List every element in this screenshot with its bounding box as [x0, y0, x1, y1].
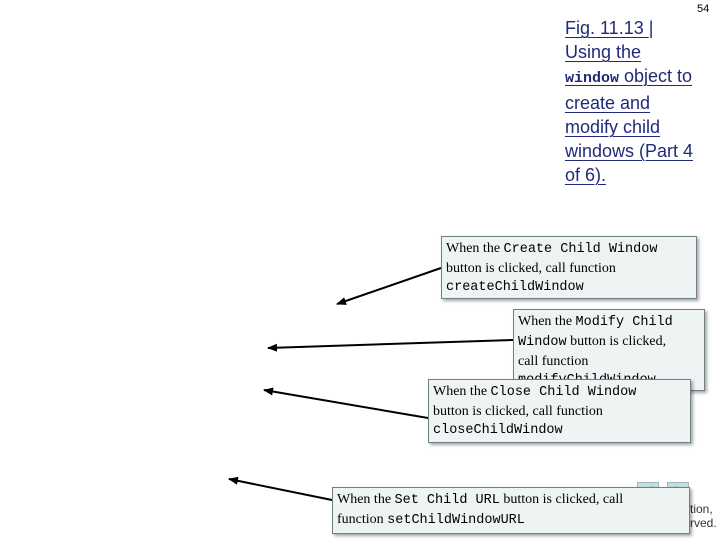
callout-text: button is clicked, call function [446, 261, 616, 276]
callout-code: Modify Child [575, 315, 673, 330]
callout-text: button is clicked, [566, 334, 667, 349]
copyright-line-1: tion, [690, 502, 713, 516]
caption-code-word: window [565, 70, 620, 87]
callout-text: function [337, 512, 388, 527]
callout-text: When the [518, 314, 576, 329]
callout-text: When the [337, 492, 395, 507]
caption-line-6[interactable]: windows (Part 4 [565, 141, 694, 161]
caption-line-2[interactable]: Using the [565, 42, 642, 62]
callout-set-child-url: When the Set Child URL button is clicked… [332, 487, 690, 534]
arrow-close [263, 387, 429, 419]
callout-code: closeChildWindow [433, 423, 563, 438]
callout-code: createChildWindow [446, 280, 584, 295]
figure-caption: Fig. 11.13 | Using the window object to … [565, 16, 720, 187]
caption-line-3[interactable]: window object to [565, 64, 720, 91]
arrow-seturl [228, 476, 333, 501]
arrow-modify [267, 339, 514, 352]
copyright-line-2: rved. [690, 516, 717, 530]
callout-text: button is clicked, call [499, 492, 624, 507]
callout-close-child-window: When the Close Child Window button is cl… [428, 379, 691, 443]
callout-text: When the [433, 384, 491, 399]
caption-line-7[interactable]: of 6). [565, 165, 607, 185]
callout-code: Window [518, 335, 567, 350]
caption-line-5[interactable]: modify child [565, 117, 661, 137]
caption-separator: | [648, 18, 654, 38]
callout-code: setChildWindowURL [387, 513, 525, 528]
callout-code: Create Child Window [503, 242, 658, 257]
callout-create-child-window: When the Create Child Window button is c… [441, 236, 697, 299]
page-number: 54 [697, 3, 710, 15]
callout-code: Close Child Window [490, 385, 637, 400]
figure-label-link[interactable]: Fig. 11.13 [565, 18, 649, 38]
caption-after-code: object to [619, 66, 693, 86]
callout-text: When the [446, 241, 504, 256]
callout-text: call function [518, 354, 589, 369]
callout-code: Set Child URL [394, 493, 500, 508]
caption-line-4[interactable]: create and [565, 93, 651, 113]
callout-modify-child-window: When the Modify Child Window button is c… [513, 309, 705, 391]
arrow-create [336, 267, 442, 305]
callout-text: button is clicked, call function [433, 404, 603, 419]
